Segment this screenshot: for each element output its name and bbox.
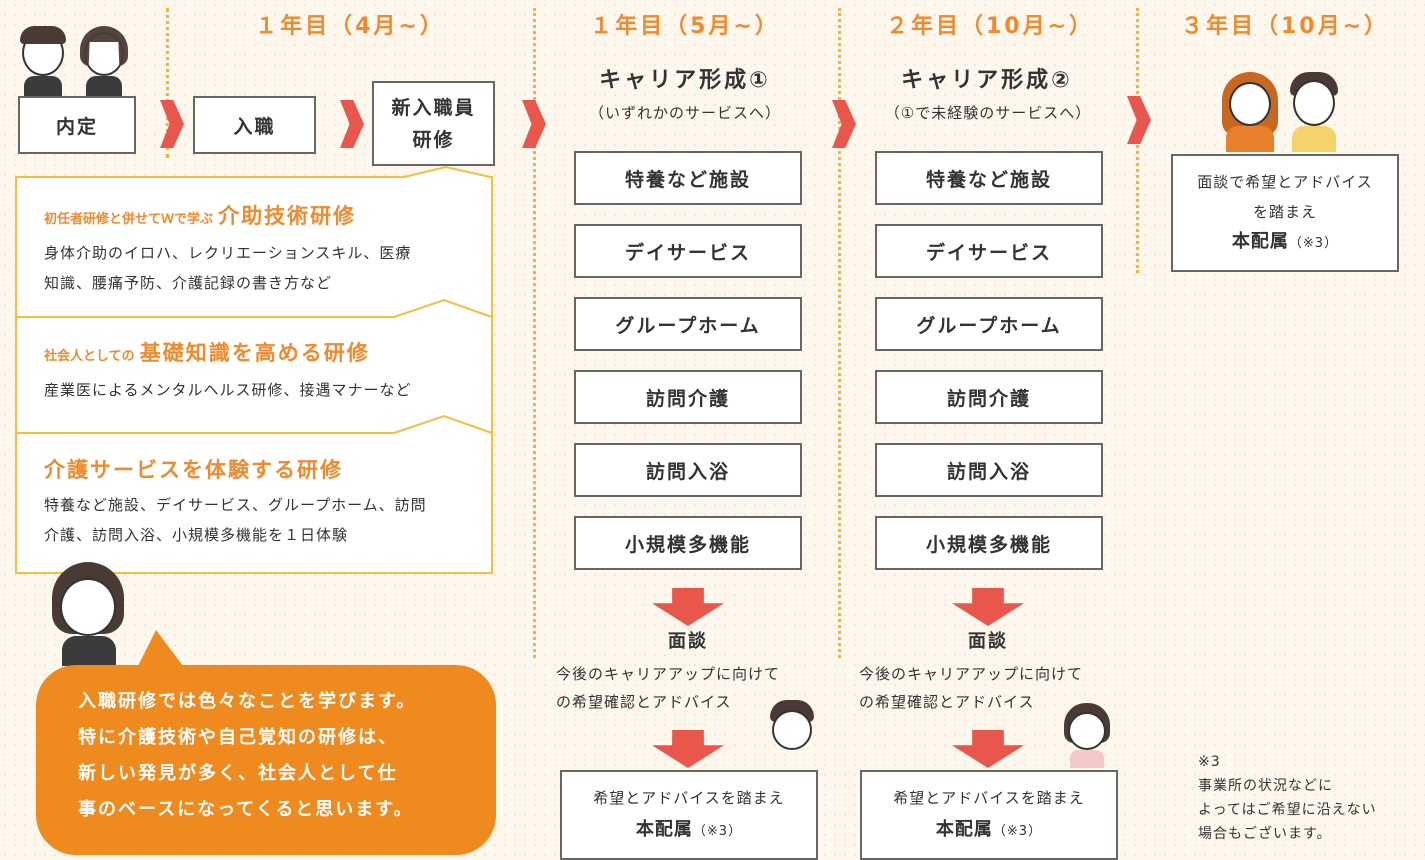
panel-small-label: 社会人としての <box>44 349 135 364</box>
training-panels-frame <box>15 165 493 574</box>
service-box: 訪問介護 <box>875 370 1103 424</box>
join-box: 入職 <box>193 96 316 154</box>
service-box: グループホーム <box>574 297 802 351</box>
panel-title: 介助技術研修 <box>218 204 357 228</box>
header-year3-october: ３年目（10月~） <box>1180 14 1390 39</box>
arrow-down-icon <box>652 588 724 626</box>
panel-body-line: 身体介助のイロハ、レクリエーションスキル、医療 <box>44 244 412 262</box>
arrow-right-icon <box>1127 96 1151 144</box>
placement-box: 希望とアドバイスを踏まえ 本配属（※3） <box>560 770 818 860</box>
panel-body-line: 産業医によるメンタルヘルス研修、接遇マナーなど <box>44 381 412 399</box>
training-panel-basic-knowledge: 社会人としての 基礎知識を高める研修 産業医によるメンタルヘルス研修、接遇マナー… <box>44 335 484 405</box>
service-box: デイサービス <box>875 224 1103 278</box>
service-box: 小規模多機能 <box>574 516 802 570</box>
service-box: 特養など施設 <box>875 151 1103 205</box>
speech-bubble <box>36 630 496 855</box>
interview-desc: 今後のキャリアアップに向けて の希望確認とアドバイス <box>859 665 1084 711</box>
arrow-down-icon <box>952 730 1024 768</box>
interview-label: 面談 <box>968 631 1008 652</box>
interview-label: 面談 <box>668 631 708 652</box>
service-box: 小規模多機能 <box>875 516 1103 570</box>
service-box: デイサービス <box>574 224 802 278</box>
service-box: 訪問介護 <box>574 370 802 424</box>
career2-title: キャリア形成② <box>901 68 1073 93</box>
panel-body-line: 介護、訪問入浴、小規模多機能を１日体験 <box>44 526 349 544</box>
interview-desc: 今後のキャリアアップに向けて の希望確認とアドバイス <box>556 665 781 711</box>
panel-body-line: 特養など施設、デイサービス、グループホーム、訪問 <box>44 496 427 514</box>
training-panel-service-experience: 介護サービスを体験する研修 特養など施設、デイサービス、グループホーム、訪問 介… <box>44 452 484 550</box>
divider-3 <box>838 8 841 658</box>
career1-note: （いずれかのサービスへ） <box>588 104 781 122</box>
service-box: グループホーム <box>875 297 1103 351</box>
header-year1-may: １年目（5月~） <box>590 14 780 39</box>
panel-body-line: 知識、腰痛予防、介護記録の書き方など <box>44 274 333 292</box>
footnote: ※3 事業所の状況などに よってはご希望に沿えない 場合もございます。 <box>1198 754 1377 842</box>
service-box: 特養など施設 <box>574 151 802 205</box>
header-year1-april: １年目（4月~） <box>255 14 445 39</box>
arrow-down-icon <box>652 730 724 768</box>
new-staff-training-box: 新入職員研修 <box>372 81 495 166</box>
arrow-right-icon <box>340 100 364 148</box>
arrow-right-icon <box>522 100 546 148</box>
arrow-down-icon <box>952 588 1024 626</box>
header-year2-october: ２年目（10月~） <box>885 14 1095 39</box>
training-panel-skill: 初任者研修と併せてＷで学ぶ 介助技術研修 身体介助のイロハ、レクリエーションスキ… <box>44 198 484 298</box>
arrow-right-icon <box>160 100 184 148</box>
panel-title: 介護サービスを体験する研修 <box>44 458 343 482</box>
career2-note: （①で未経験のサービスへ） <box>884 104 1092 122</box>
divider-1 <box>166 8 169 158</box>
panel-small-label: 初任者研修と併せてＷで学ぶ <box>44 212 214 227</box>
placement-box: 希望とアドバイスを踏まえ 本配属（※3） <box>860 770 1118 860</box>
divider-2 <box>533 8 536 658</box>
year3-placement-box: 面談で希望とアドバイス を踏まえ 本配属（※3） <box>1171 154 1399 272</box>
panel-title: 基礎知識を高める研修 <box>139 341 370 365</box>
speech-bubble-text: 入職研修では色々なことを学びます。 特に介護技術や自己覚知の研修は、 新しい発見… <box>78 691 417 820</box>
service-box: 訪問入浴 <box>875 443 1103 497</box>
service-box: 訪問入浴 <box>574 443 802 497</box>
offer-box: 内定 <box>18 96 136 154</box>
career1-title: キャリア形成① <box>599 68 771 93</box>
